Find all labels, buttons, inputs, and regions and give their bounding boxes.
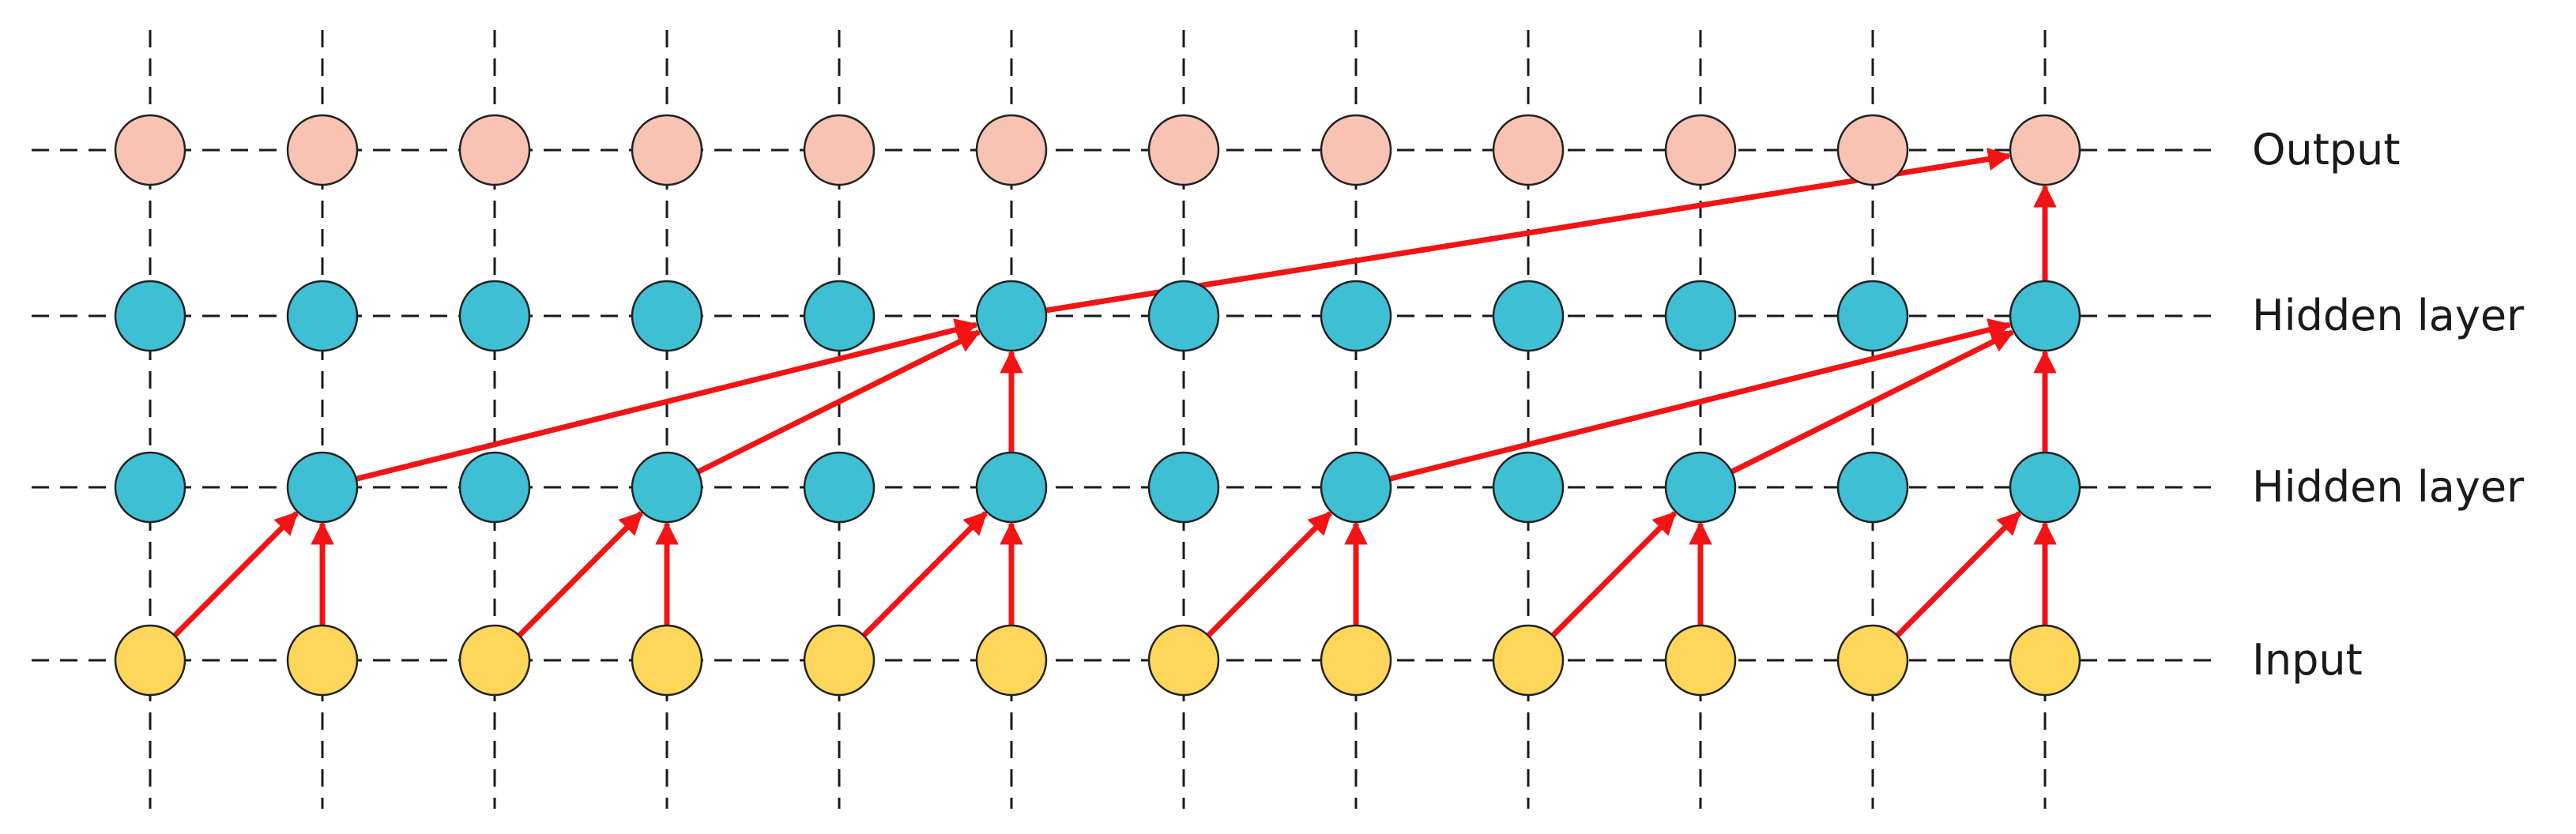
connection-arrow bbox=[1206, 511, 1333, 638]
node-hidden1 bbox=[1492, 451, 1565, 524]
node-output bbox=[1147, 114, 1220, 186]
connection-arrow bbox=[1550, 511, 1678, 638]
node-hidden2 bbox=[286, 280, 359, 352]
connection-arrow bbox=[696, 329, 981, 475]
node-hidden2 bbox=[1836, 280, 1909, 352]
node-input bbox=[114, 624, 186, 697]
node-output bbox=[458, 114, 531, 186]
layer-label-hidden-1: Hidden layer bbox=[2252, 462, 2525, 512]
layer-label-input: Input bbox=[2252, 635, 2363, 685]
layer-label-hidden-2: Hidden layer bbox=[2252, 291, 2525, 340]
node-input bbox=[458, 624, 531, 697]
node-hidden1 bbox=[2009, 451, 2081, 524]
connection-arrow bbox=[172, 511, 299, 638]
node-output bbox=[803, 114, 876, 186]
node-hidden1 bbox=[1664, 451, 1737, 524]
node-output bbox=[114, 114, 186, 186]
node-input bbox=[1664, 624, 1737, 697]
node-hidden2 bbox=[1492, 280, 1565, 352]
network-nodes bbox=[114, 114, 2081, 697]
node-output bbox=[1320, 114, 1392, 186]
node-hidden2 bbox=[114, 280, 186, 352]
node-hidden2 bbox=[1664, 280, 1737, 352]
node-hidden2 bbox=[803, 280, 876, 352]
node-output bbox=[1492, 114, 1565, 186]
node-output bbox=[1836, 114, 1909, 186]
node-input bbox=[1320, 624, 1392, 697]
node-hidden1 bbox=[631, 451, 703, 524]
node-input bbox=[2009, 624, 2081, 697]
connection-arrow bbox=[517, 511, 644, 638]
node-hidden1 bbox=[803, 451, 876, 524]
connection-arrow bbox=[1388, 318, 2013, 482]
node-hidden2 bbox=[458, 280, 531, 352]
node-hidden2 bbox=[1147, 280, 1220, 352]
node-hidden2 bbox=[975, 280, 1048, 352]
node-output bbox=[975, 114, 1048, 186]
node-output bbox=[631, 114, 703, 186]
node-hidden1 bbox=[1147, 451, 1220, 524]
layer-label-output: Output bbox=[2252, 125, 2401, 175]
node-input bbox=[975, 624, 1048, 697]
connection-arrow bbox=[861, 511, 989, 638]
node-input bbox=[1836, 624, 1909, 697]
node-input bbox=[1147, 624, 1220, 697]
node-output bbox=[1664, 114, 1737, 186]
node-hidden1 bbox=[114, 451, 186, 524]
connection-arrow bbox=[1895, 511, 2022, 638]
node-hidden1 bbox=[1320, 451, 1392, 524]
node-input bbox=[1492, 624, 1565, 697]
node-input bbox=[803, 624, 876, 697]
node-input bbox=[286, 624, 359, 697]
connection-arrow bbox=[1045, 147, 2012, 314]
node-hidden1 bbox=[975, 451, 1048, 524]
node-hidden2 bbox=[2009, 280, 2081, 352]
connection-arrow bbox=[1730, 329, 2015, 475]
node-hidden1 bbox=[1836, 451, 1909, 524]
node-hidden2 bbox=[631, 280, 703, 352]
node-output bbox=[2009, 114, 2081, 186]
node-hidden2 bbox=[1320, 280, 1392, 352]
node-hidden1 bbox=[458, 451, 531, 524]
node-hidden1 bbox=[286, 451, 359, 524]
node-input bbox=[631, 624, 703, 697]
connection-arrows bbox=[172, 147, 2057, 638]
node-output bbox=[286, 114, 359, 186]
connection-arrow bbox=[355, 318, 979, 482]
